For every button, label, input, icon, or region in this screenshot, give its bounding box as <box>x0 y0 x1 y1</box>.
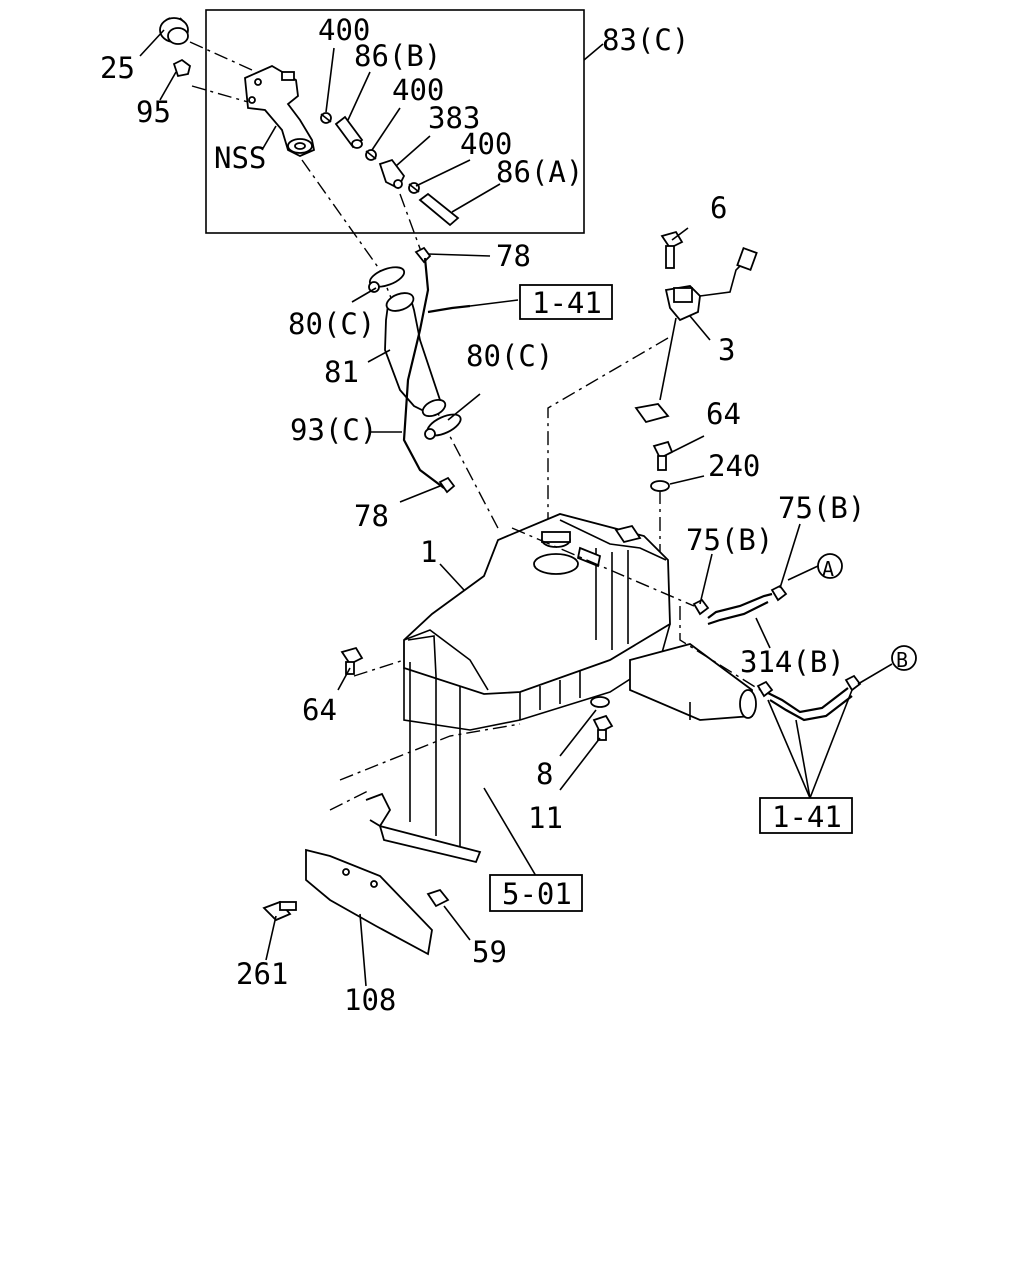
callout-240: 240 <box>708 449 760 483</box>
bolt-6 <box>660 230 684 269</box>
callout-1: 1 <box>420 535 437 569</box>
bolt-11 <box>592 714 614 741</box>
callout-86a: 86(A) <box>496 155 583 189</box>
assy-line-8 <box>679 606 761 691</box>
filler-neck-upper <box>244 64 316 157</box>
circle-b-label[interactable]: B <box>896 648 908 672</box>
clamp-80c-lower <box>424 413 462 440</box>
assy-line-4 <box>399 193 423 255</box>
ref-label-1-41-top[interactable]: 1-41 <box>532 286 602 320</box>
callout-25: 25 <box>100 51 135 85</box>
nut-59 <box>426 888 450 908</box>
callout-11: 11 <box>528 801 563 835</box>
hose-b-side <box>756 674 862 722</box>
hose-86b <box>334 115 364 149</box>
vent-branch <box>427 304 471 314</box>
tank-straps <box>407 635 461 852</box>
assy-line-9 <box>353 659 405 677</box>
inset-frame <box>205 9 585 234</box>
callout-93c: 93(C) <box>290 413 377 447</box>
ref-box-1-41-top[interactable] <box>519 284 613 320</box>
assy-line-2 <box>191 85 249 103</box>
bolt-95 <box>172 58 192 78</box>
frame-rail <box>629 643 757 721</box>
callout-83c: 83(C) <box>602 23 689 57</box>
callout-nss: NSS <box>214 141 266 175</box>
callout-81: 81 <box>324 355 359 389</box>
protector-108 <box>305 848 433 956</box>
hose-314b-edge <box>707 601 769 626</box>
assy-line-7 <box>511 527 695 607</box>
callout-400-b: 400 <box>392 73 444 107</box>
vent-pipe-93c <box>402 257 445 489</box>
clip-75b-right <box>770 584 788 602</box>
clamp-80c-upper <box>368 266 406 293</box>
circle-a-label[interactable]: A <box>822 557 834 581</box>
callout-95: 95 <box>136 95 171 129</box>
assy-line-1 <box>189 41 253 71</box>
callout-3: 3 <box>718 333 735 367</box>
fuel-cap-25 <box>159 17 189 45</box>
float-block <box>634 403 670 424</box>
ref-box-5-01[interactable] <box>489 874 583 912</box>
bolt-64-lower <box>340 646 364 675</box>
assy-line-3 <box>301 159 501 533</box>
leader-83c <box>583 43 604 61</box>
hose-314b <box>707 592 773 619</box>
callout-6: 6 <box>710 191 727 225</box>
circle-b[interactable] <box>891 645 917 671</box>
valve-383 <box>378 158 406 190</box>
clip-78-lower <box>438 476 456 494</box>
callout-86b: 86(B) <box>354 39 441 73</box>
chassis-outline <box>329 723 521 811</box>
callout-80c-upper: 80(C) <box>288 307 375 341</box>
clip-78-upper <box>414 246 432 264</box>
callout-64-upper: 64 <box>706 397 741 431</box>
callout-75b-right: 75(B) <box>778 491 865 525</box>
leaders <box>139 29 893 987</box>
ref-label-1-41-bottom[interactable]: 1-41 <box>772 800 842 834</box>
callout-261: 261 <box>236 957 288 991</box>
clamp-400-a <box>320 112 332 124</box>
sender-line-a <box>659 317 677 401</box>
bolt-261 <box>262 900 297 922</box>
clip-75b-left <box>692 598 710 616</box>
washer-240 <box>650 480 670 492</box>
filler-hose-81 <box>384 292 447 418</box>
callout-108: 108 <box>344 983 396 1017</box>
ref-label-5-01[interactable]: 5-01 <box>502 877 572 911</box>
callout-80c-lower: 80(C) <box>466 339 553 373</box>
callout-78-lower: 78 <box>354 499 389 533</box>
bolt-64-upper <box>652 440 674 471</box>
callout-59: 59 <box>472 935 507 969</box>
ref-box-1-41-bottom[interactable] <box>759 797 853 834</box>
callout-8: 8 <box>536 757 553 791</box>
callout-78-upper: 78 <box>496 239 531 273</box>
callout-314b: 314(B) <box>740 645 845 679</box>
callout-400-c: 400 <box>460 127 512 161</box>
washer-8 <box>590 696 610 708</box>
bracket <box>365 792 482 864</box>
fuel-tank-1 <box>403 513 671 731</box>
callout-64-lower: 64 <box>302 693 337 727</box>
clamp-400-b <box>365 149 377 161</box>
callout-400-a: 400 <box>318 13 370 47</box>
callout-383: 383 <box>428 101 480 135</box>
callout-75b-left: 75(B) <box>686 523 773 557</box>
sender-unit-3 <box>664 246 758 322</box>
hose-86a <box>418 192 460 227</box>
assy-line-5 <box>547 337 669 520</box>
circle-a[interactable] <box>817 553 843 579</box>
